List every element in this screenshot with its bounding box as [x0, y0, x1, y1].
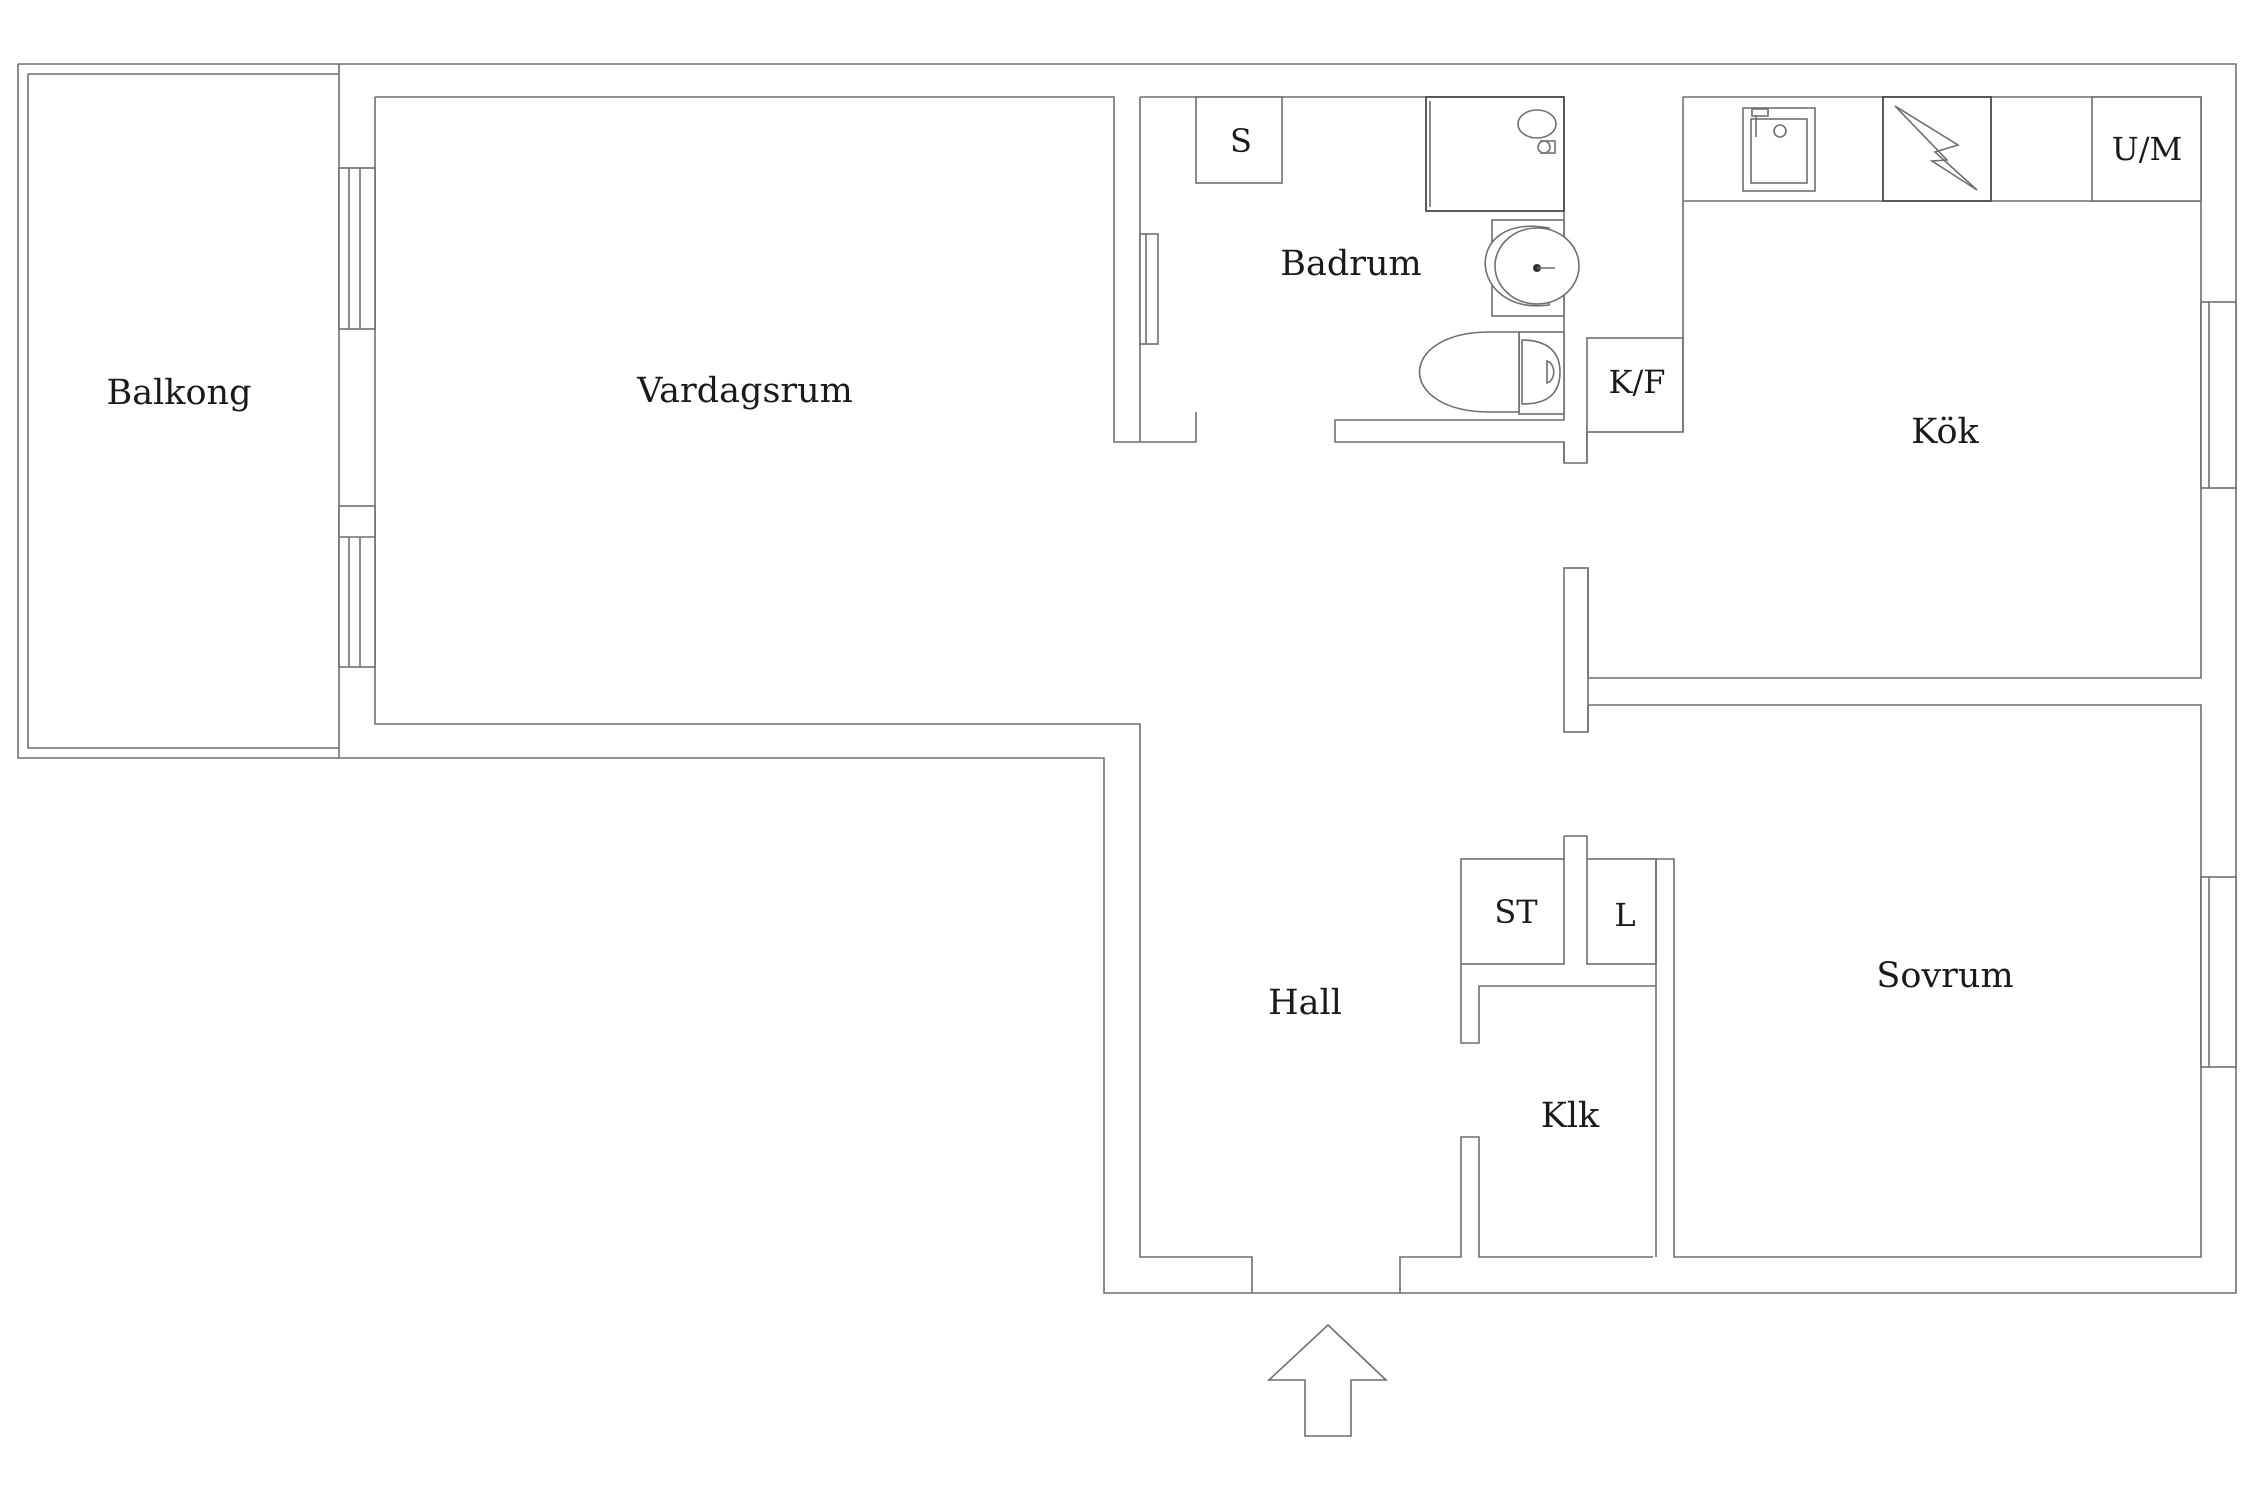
fixture-label-s: S	[1230, 122, 1252, 160]
fixture-label-kf: K/F	[1609, 363, 1666, 401]
bathroom-fixtures	[1195, 96, 1580, 415]
hall-structure	[1563, 97, 1684, 733]
balcony-door-upper	[338, 167, 376, 330]
fixture-label-um: U/M	[2112, 130, 2183, 168]
room-label-hall: Hall	[1268, 983, 1342, 1023]
room-label-klk: Klk	[1541, 1096, 1600, 1136]
entrance-arrow-icon	[1266, 1323, 1389, 1437]
balcony-door-lower	[338, 505, 376, 668]
bedroom-walls	[1587, 704, 2237, 1258]
fixture-label-st: ST	[1494, 893, 1538, 931]
fixture-label-l: L	[1614, 896, 1635, 934]
closets	[1460, 835, 1657, 1257]
room-label-vardagsrum: Vardagsrum	[636, 371, 853, 411]
living-room-walls	[374, 96, 1653, 1293]
room-label-badrum: Badrum	[1280, 244, 1421, 284]
room-label-kok: Kök	[1911, 412, 1979, 452]
room-label-balkong: Balkong	[106, 373, 251, 413]
kitchen-fixtures	[1742, 96, 2202, 202]
room-label-sovrum: Sovrum	[1876, 956, 2013, 996]
